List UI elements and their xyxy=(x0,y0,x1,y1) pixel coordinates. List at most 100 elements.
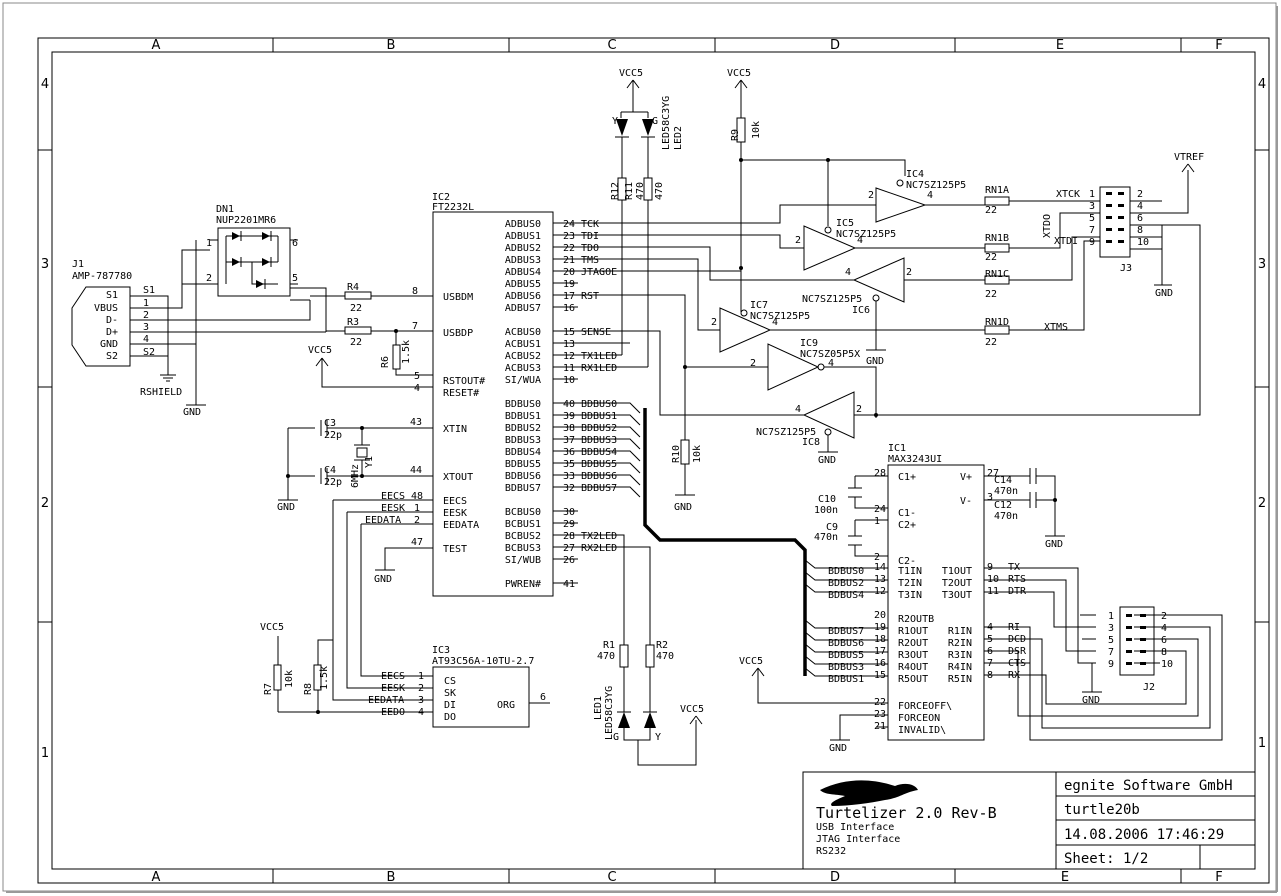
j2-pin xyxy=(1126,626,1132,629)
r10-value: 10k xyxy=(692,445,703,463)
jtag-buffers: IC4 NC7SZ125P5 2 4 IC5 NC7SZ125P5 2 4 NC… xyxy=(553,169,1201,513)
ic8-ref: IC8 xyxy=(802,437,820,448)
bdbus-bus xyxy=(553,402,888,677)
ic2-pin-name: BDBUS6 xyxy=(505,471,541,482)
ic1-net-label: BDBUS4 xyxy=(828,590,864,601)
ic2-pin-name: ADBUS5 xyxy=(505,279,541,290)
vcc5-label: VCC5 xyxy=(739,656,763,667)
ic2-net-label: SENSE xyxy=(581,327,611,338)
j2-pin xyxy=(1140,626,1146,629)
ic2-pin-name: ADBUS0 xyxy=(505,219,541,230)
ic2-pin-name: ADBUS3 xyxy=(505,255,541,266)
j1-pin-num: 3 xyxy=(143,322,149,333)
ic2-value: FT2232L xyxy=(432,202,474,213)
ic1-net-label: BDBUS2 xyxy=(828,578,864,589)
j3-pin-num: 10 xyxy=(1137,237,1149,248)
gnd-label: GND xyxy=(829,743,847,754)
ic1-pin-num: 18 xyxy=(874,634,886,645)
ic2-pin-num: 12 xyxy=(563,351,575,362)
buf-pin: 2 xyxy=(906,267,912,278)
ic2-net-label: BDBUS7 xyxy=(581,483,617,494)
ic2-pin-num: 11 xyxy=(563,363,575,374)
ic1-net-label: BDBUS0 xyxy=(828,566,864,577)
ic9-value: NC7SZ05P5X xyxy=(800,349,860,360)
r9-value: 10k xyxy=(751,121,762,139)
j1-ref: J1 xyxy=(72,259,84,270)
j2-pin-num: 6 xyxy=(1161,635,1167,646)
j1-pin-num: 2 xyxy=(143,310,149,321)
ic2-pin-name: SI/WUA xyxy=(505,375,541,386)
col-label: F xyxy=(1215,870,1222,885)
ic2-pin-num: 4 xyxy=(414,383,420,394)
ic5-ref: IC5 xyxy=(836,218,854,229)
rn1a-ref: RN1A xyxy=(985,185,1009,196)
rn1d-ref: RN1D xyxy=(985,317,1009,328)
desc-line: RS232 xyxy=(816,846,846,857)
y1-value: 6MHz xyxy=(350,464,361,488)
ic3-pin-name: DI xyxy=(444,700,456,711)
rn1a-value: 22 xyxy=(985,205,997,216)
ic2-net-label: BDBUS3 xyxy=(581,435,617,446)
j1-net-label: S1 xyxy=(143,285,155,296)
j2-pin-num: 4 xyxy=(1161,623,1167,634)
j2-pin-num: 5 xyxy=(1108,635,1114,646)
gnd-label: GND xyxy=(866,356,884,367)
buf-pin: 4 xyxy=(845,267,851,278)
col-label: E xyxy=(1056,38,1064,53)
ic2-pin-num: 1 xyxy=(414,503,420,514)
ic1-pin-name: T3IN xyxy=(898,590,922,601)
col-label: B xyxy=(387,870,396,885)
ic1-pin-name: V+ xyxy=(960,472,972,483)
gnd-label: GND xyxy=(374,574,392,585)
ic1-pin-name: V- xyxy=(960,496,972,507)
ic2-net-label: TDO xyxy=(581,243,599,254)
ic7-ref: IC7 xyxy=(750,300,768,311)
ic3-pin-name: ORG xyxy=(497,700,515,711)
ic1-pin-name: R4IN xyxy=(948,662,972,673)
crystal-oscillator: C3 22p 43 C4 22p 44 Y1 6MHz GND xyxy=(277,417,433,513)
ic2-pin-num: 21 xyxy=(563,255,575,266)
row-label: 1 xyxy=(1258,736,1266,751)
ic2-pin-name: ADBUS6 xyxy=(505,291,541,302)
row-label: 4 xyxy=(1258,77,1266,92)
ic3-value: AT93C56A-10TU-2.7 xyxy=(432,656,534,667)
desc-line: USB Interface xyxy=(816,822,894,833)
ic3-pin-num: 1 xyxy=(418,671,424,682)
buf-pin: 4 xyxy=(795,404,801,415)
row-label: 3 xyxy=(1258,257,1266,272)
ic1-pin-num: 16 xyxy=(874,658,886,669)
ic1-pin-name: T1OUT xyxy=(942,566,972,577)
ic8-value: NC7SZ125P5 xyxy=(756,427,816,438)
r6-ref: R6 xyxy=(380,356,391,368)
ic2-pin-name: BDBUS2 xyxy=(505,423,541,434)
ic2-pin-name: BDBUS5 xyxy=(505,459,541,470)
ic2-pin-name: SI/WUB xyxy=(505,555,541,566)
j3-pin-num: 5 xyxy=(1089,213,1095,224)
led2-ref: LED2 xyxy=(673,126,684,150)
j2-ref: J2 xyxy=(1143,682,1155,693)
ic1-net-label: BDBUS5 xyxy=(828,650,864,661)
rn1-resistor-network: RN1A 22 RN1B 22 RN1C 22 RN1D 22 XTCK XTD… xyxy=(984,185,1100,348)
j2-pin-num: 7 xyxy=(1108,647,1114,658)
ic3-eeprom: IC3 AT93C56A-10TU-2.7 CS SK DI DO ORG 6 … xyxy=(260,622,550,728)
ic2-pin-name: TEST xyxy=(443,544,467,555)
col-label: B xyxy=(387,38,396,53)
c9-value: 470n xyxy=(814,532,838,543)
ic1-net-label: BDBUS1 xyxy=(828,674,864,685)
ic2-pin-name: BDBUS1 xyxy=(505,411,541,422)
r11-value: 470 xyxy=(635,182,646,200)
led1-uart-leds: R1 470 R2 470 G Y VCC5 LED1 LED58C3YG xyxy=(553,534,704,766)
j2-pin xyxy=(1140,650,1146,653)
rn1d-value: 22 xyxy=(985,337,997,348)
ic2-pin-name: BDBUS4 xyxy=(505,447,541,458)
ic2-net-label: RX1LED xyxy=(581,363,617,374)
c14-ref: C14 xyxy=(994,475,1012,486)
col-label: C xyxy=(607,870,616,885)
ic2-net-label: BDBUS6 xyxy=(581,471,617,482)
ic2-net-label: TMS xyxy=(581,255,599,266)
j1-pin-name: GND xyxy=(100,339,118,350)
ic1-pin-name: C2- xyxy=(898,556,916,567)
